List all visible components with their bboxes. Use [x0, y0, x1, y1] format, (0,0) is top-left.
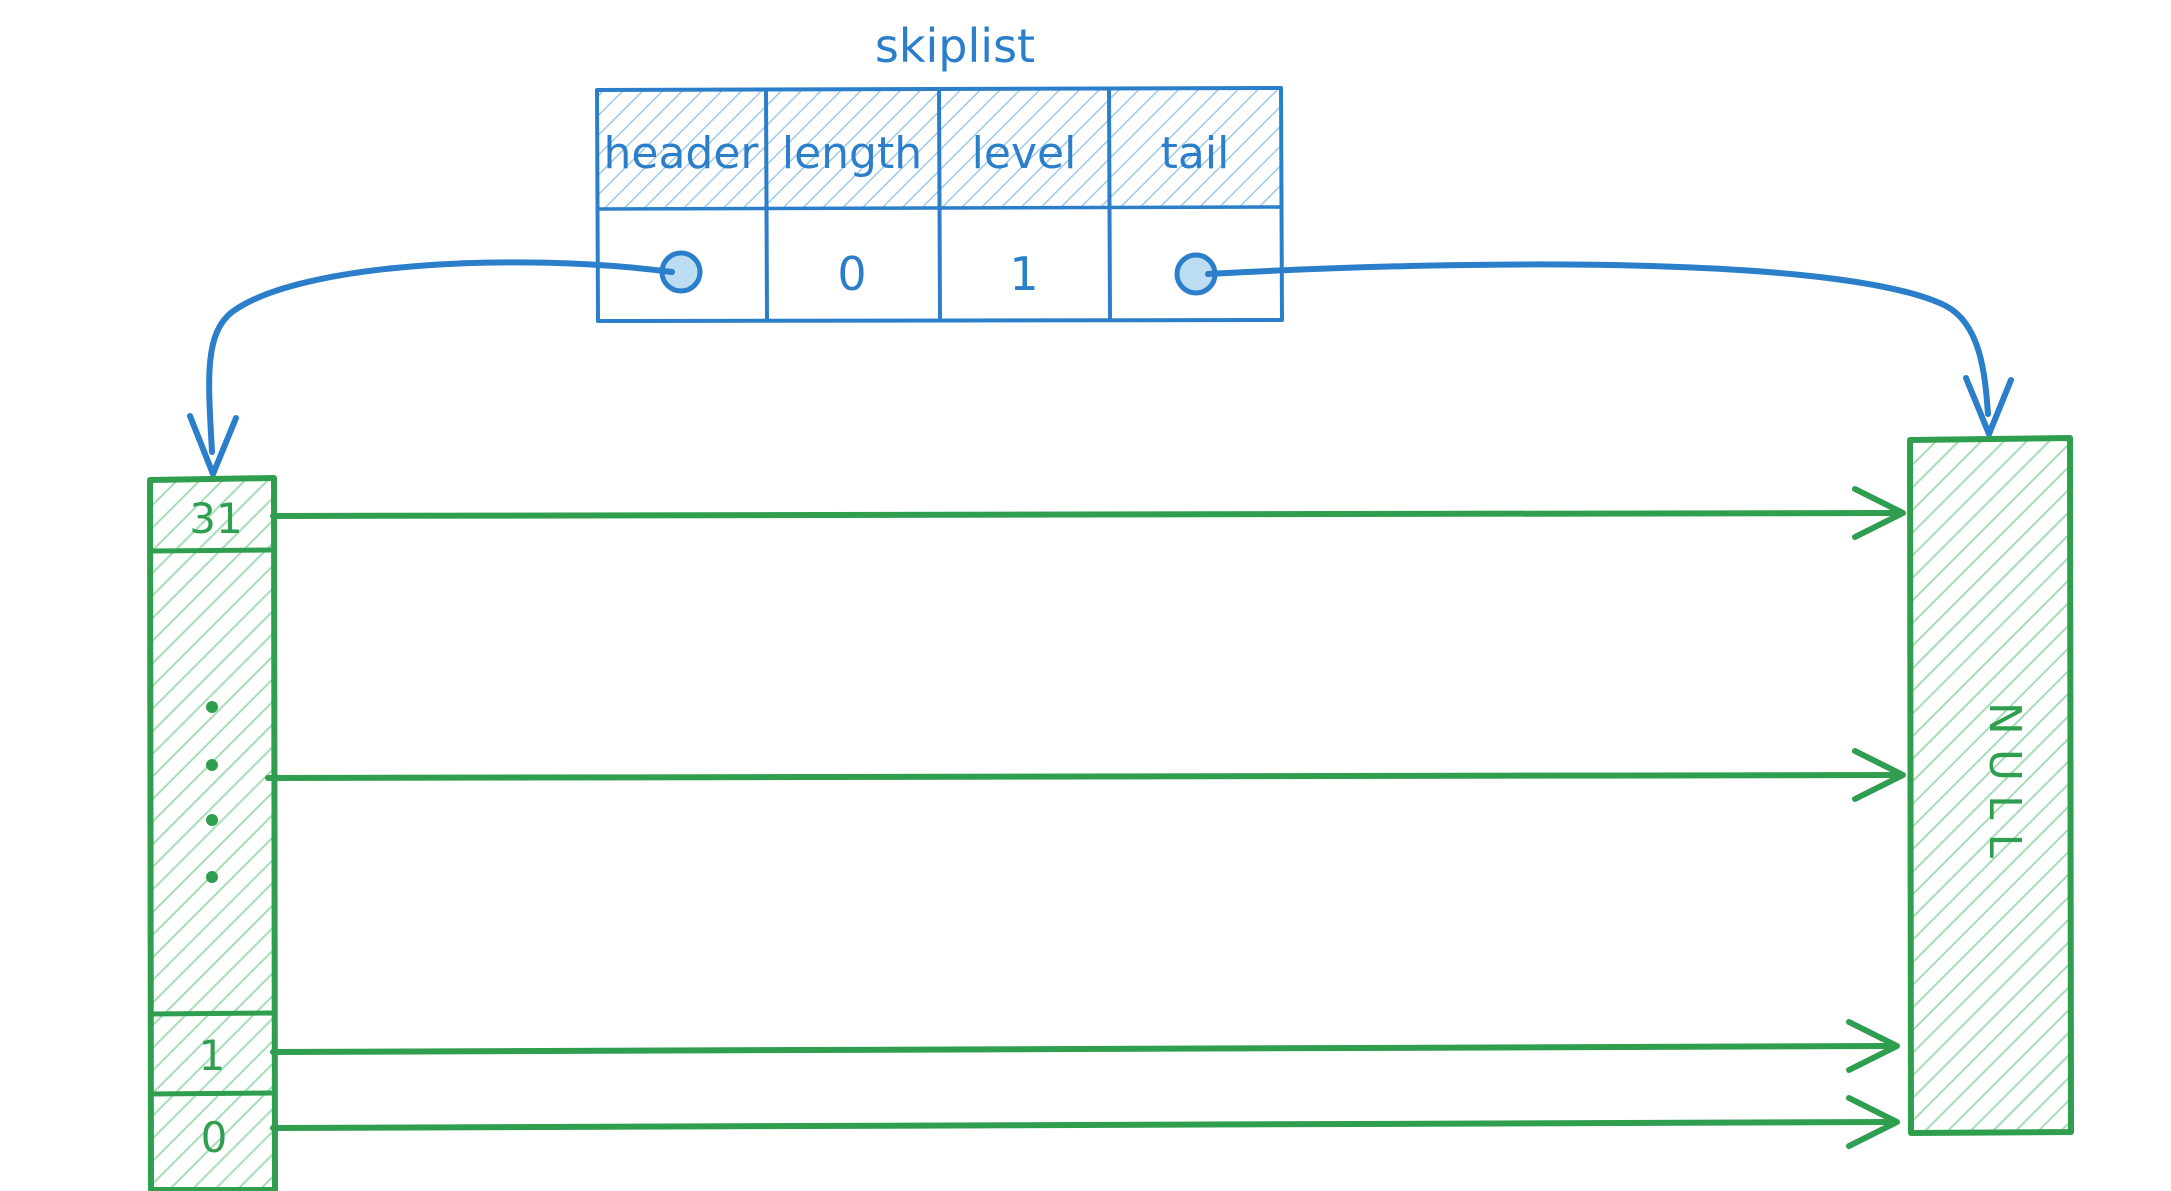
- struct-table-outline: [595, 86, 1284, 323]
- struct-label-level: level: [972, 128, 1077, 179]
- struct-value-length: 0: [837, 247, 866, 301]
- null-node-fill: [1910, 440, 2070, 1132]
- header-node-divider-top: [150, 547, 275, 554]
- struct-label-length: length: [782, 128, 922, 179]
- struct-col-divider-2: [937, 87, 942, 321]
- struct-label-tail: tail: [1161, 128, 1230, 179]
- arrow-tail-to-null: [1205, 261, 2014, 437]
- forward-arrow-level-1: [270, 1019, 1900, 1073]
- struct-label-header: header: [603, 128, 759, 179]
- skiplist-struct-table: header length level tail 0 1: [595, 86, 1284, 323]
- struct-col-divider-3: [1107, 88, 1112, 322]
- struct-cell-tail-label: [1109, 89, 1281, 209]
- null-node-outline: [1907, 435, 2074, 1136]
- header-node-divider-level1: [150, 1010, 275, 1017]
- forward-arrow-level-mid: [265, 748, 1906, 802]
- header-node: 31 1 0: [147, 475, 278, 1191]
- header-node-divider-level0: [150, 1090, 275, 1097]
- struct-cell-level-label: [939, 89, 1109, 209]
- header-node-fill: [150, 480, 274, 1190]
- struct-col-divider-1: [764, 88, 769, 322]
- header-node-outline: [147, 475, 278, 1191]
- struct-value-level: 1: [1009, 247, 1038, 301]
- null-node: NULL: [1907, 435, 2074, 1136]
- header-node-level-1-label: 1: [199, 1031, 226, 1080]
- arrow-header-to-node: [187, 259, 675, 477]
- struct-cell-header-label: [597, 89, 766, 209]
- null-node-label: NULL: [1979, 702, 2030, 872]
- forward-arrow-level-0: [270, 1095, 1900, 1149]
- forward-arrows: [265, 486, 1906, 1149]
- header-node-level-0-label: 0: [201, 1113, 228, 1162]
- diagram-title: skiplist: [875, 19, 1035, 73]
- forward-arrow-level-31: [270, 486, 1906, 540]
- header-node-level-31-label: 31: [189, 494, 242, 543]
- struct-cell-length-label: [766, 89, 939, 209]
- header-node-ellipsis: [206, 701, 218, 883]
